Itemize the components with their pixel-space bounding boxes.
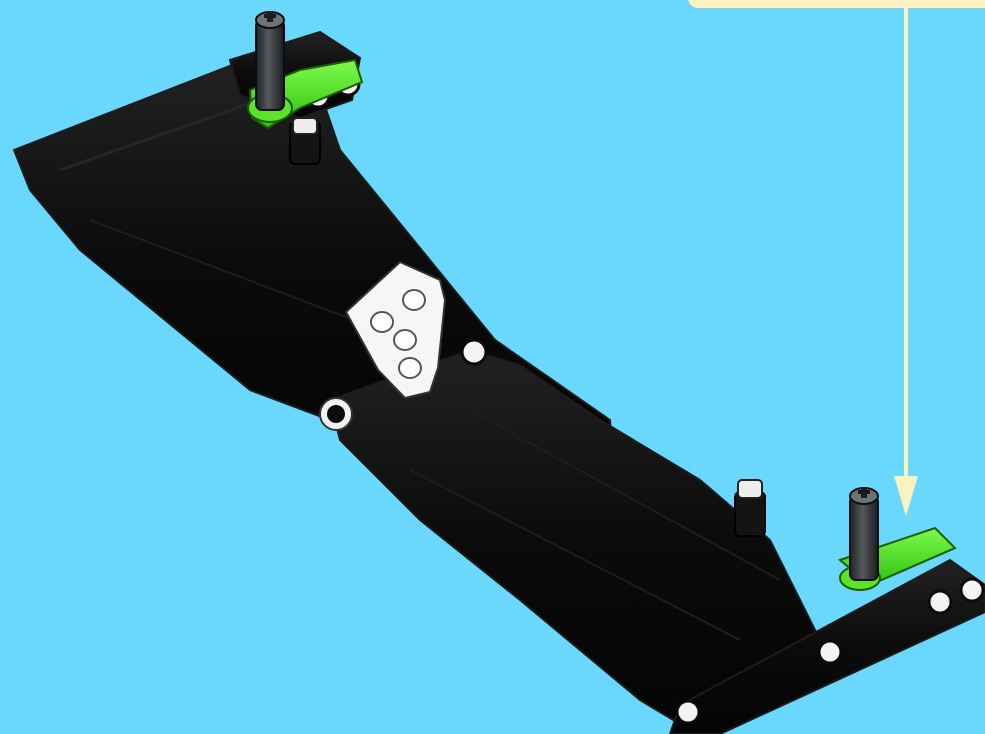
black-axle-pin-icon xyxy=(850,488,878,580)
black-axle-pin-icon xyxy=(256,12,284,110)
black-pin-icon xyxy=(290,118,320,164)
white-bushing-icon xyxy=(320,398,352,430)
callout-box xyxy=(688,0,985,8)
black-pin-icon xyxy=(735,480,765,536)
